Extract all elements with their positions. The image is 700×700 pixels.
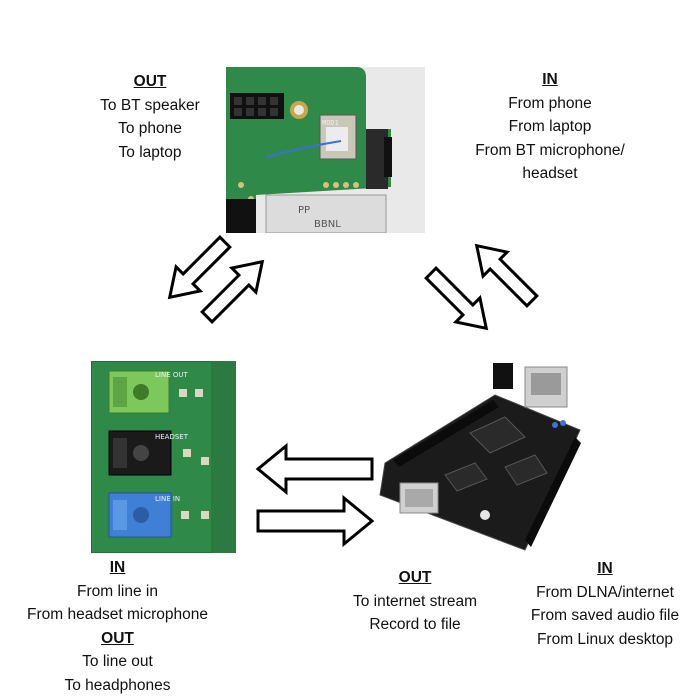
arrow-linux-to-audio [255, 442, 374, 496]
module-marking: MOD1 [322, 119, 339, 127]
linux-in-item: From Linux desktop [536, 630, 674, 648]
linux-in-label: IN From DLNA/internet From saved audio f… [510, 557, 700, 651]
arrow-audio-to-bt [200, 259, 265, 324]
arrow-audio-to-linux [256, 494, 375, 548]
arrow-bt-to-linux [424, 266, 489, 331]
bt-in-header: IN [542, 71, 558, 88]
chip-text-1: PP [298, 205, 310, 216]
audio-in-header: IN [109, 559, 126, 576]
jack-label-headset: HEADSET [155, 433, 189, 441]
audio-out-item: To headphones [64, 676, 171, 694]
arrow-linux-to-bt [474, 243, 539, 308]
bt-in-item: From phone [508, 94, 592, 112]
bt-out-label: OUT To BT speaker To phone To laptop [65, 70, 235, 164]
linux-out-item: To internet stream [352, 592, 478, 610]
bt-in-item: From BT microphone/ [475, 141, 625, 159]
jack-label-line-out: LINE OUT [155, 371, 188, 379]
jack-label-line-in: LINE IN [155, 495, 180, 503]
audio-board-photo: LINE OUT HEADSET LINE IN [91, 361, 236, 553]
linux-in-item: From DLNA/internet [536, 583, 674, 601]
arrow-bt-to-audio [167, 235, 232, 300]
bt-in-item: headset [522, 165, 578, 182]
linux-out-label: OUT To internet stream Record to file [330, 566, 500, 637]
audio-in-item: From headset microphone [27, 606, 208, 623]
chip-text-2: BBNL [314, 219, 341, 230]
bt-out-header: OUT [133, 73, 167, 90]
bt-out-item: To laptop [118, 143, 182, 161]
bt-out-item: To phone [118, 120, 182, 137]
linux-board-photo [375, 355, 585, 555]
audio-io-label: IN From line in From headset microphone … [0, 556, 235, 697]
audio-out-header: OUT [101, 629, 134, 647]
linux-out-item: Record to file [369, 616, 461, 633]
audio-out-item: To line out [82, 653, 153, 670]
linux-in-item: From saved audio file [530, 607, 680, 624]
audio-in-item: From line in [77, 582, 158, 600]
bt-module-photo: MOD1 PP BBNL [226, 67, 425, 233]
bt-in-label: IN From phone From laptop From BT microp… [450, 68, 650, 186]
linux-in-header: IN [597, 560, 613, 577]
bt-out-item: To BT speaker [100, 96, 200, 114]
bt-in-item: From laptop [508, 118, 592, 135]
linux-out-header: OUT [398, 569, 432, 586]
